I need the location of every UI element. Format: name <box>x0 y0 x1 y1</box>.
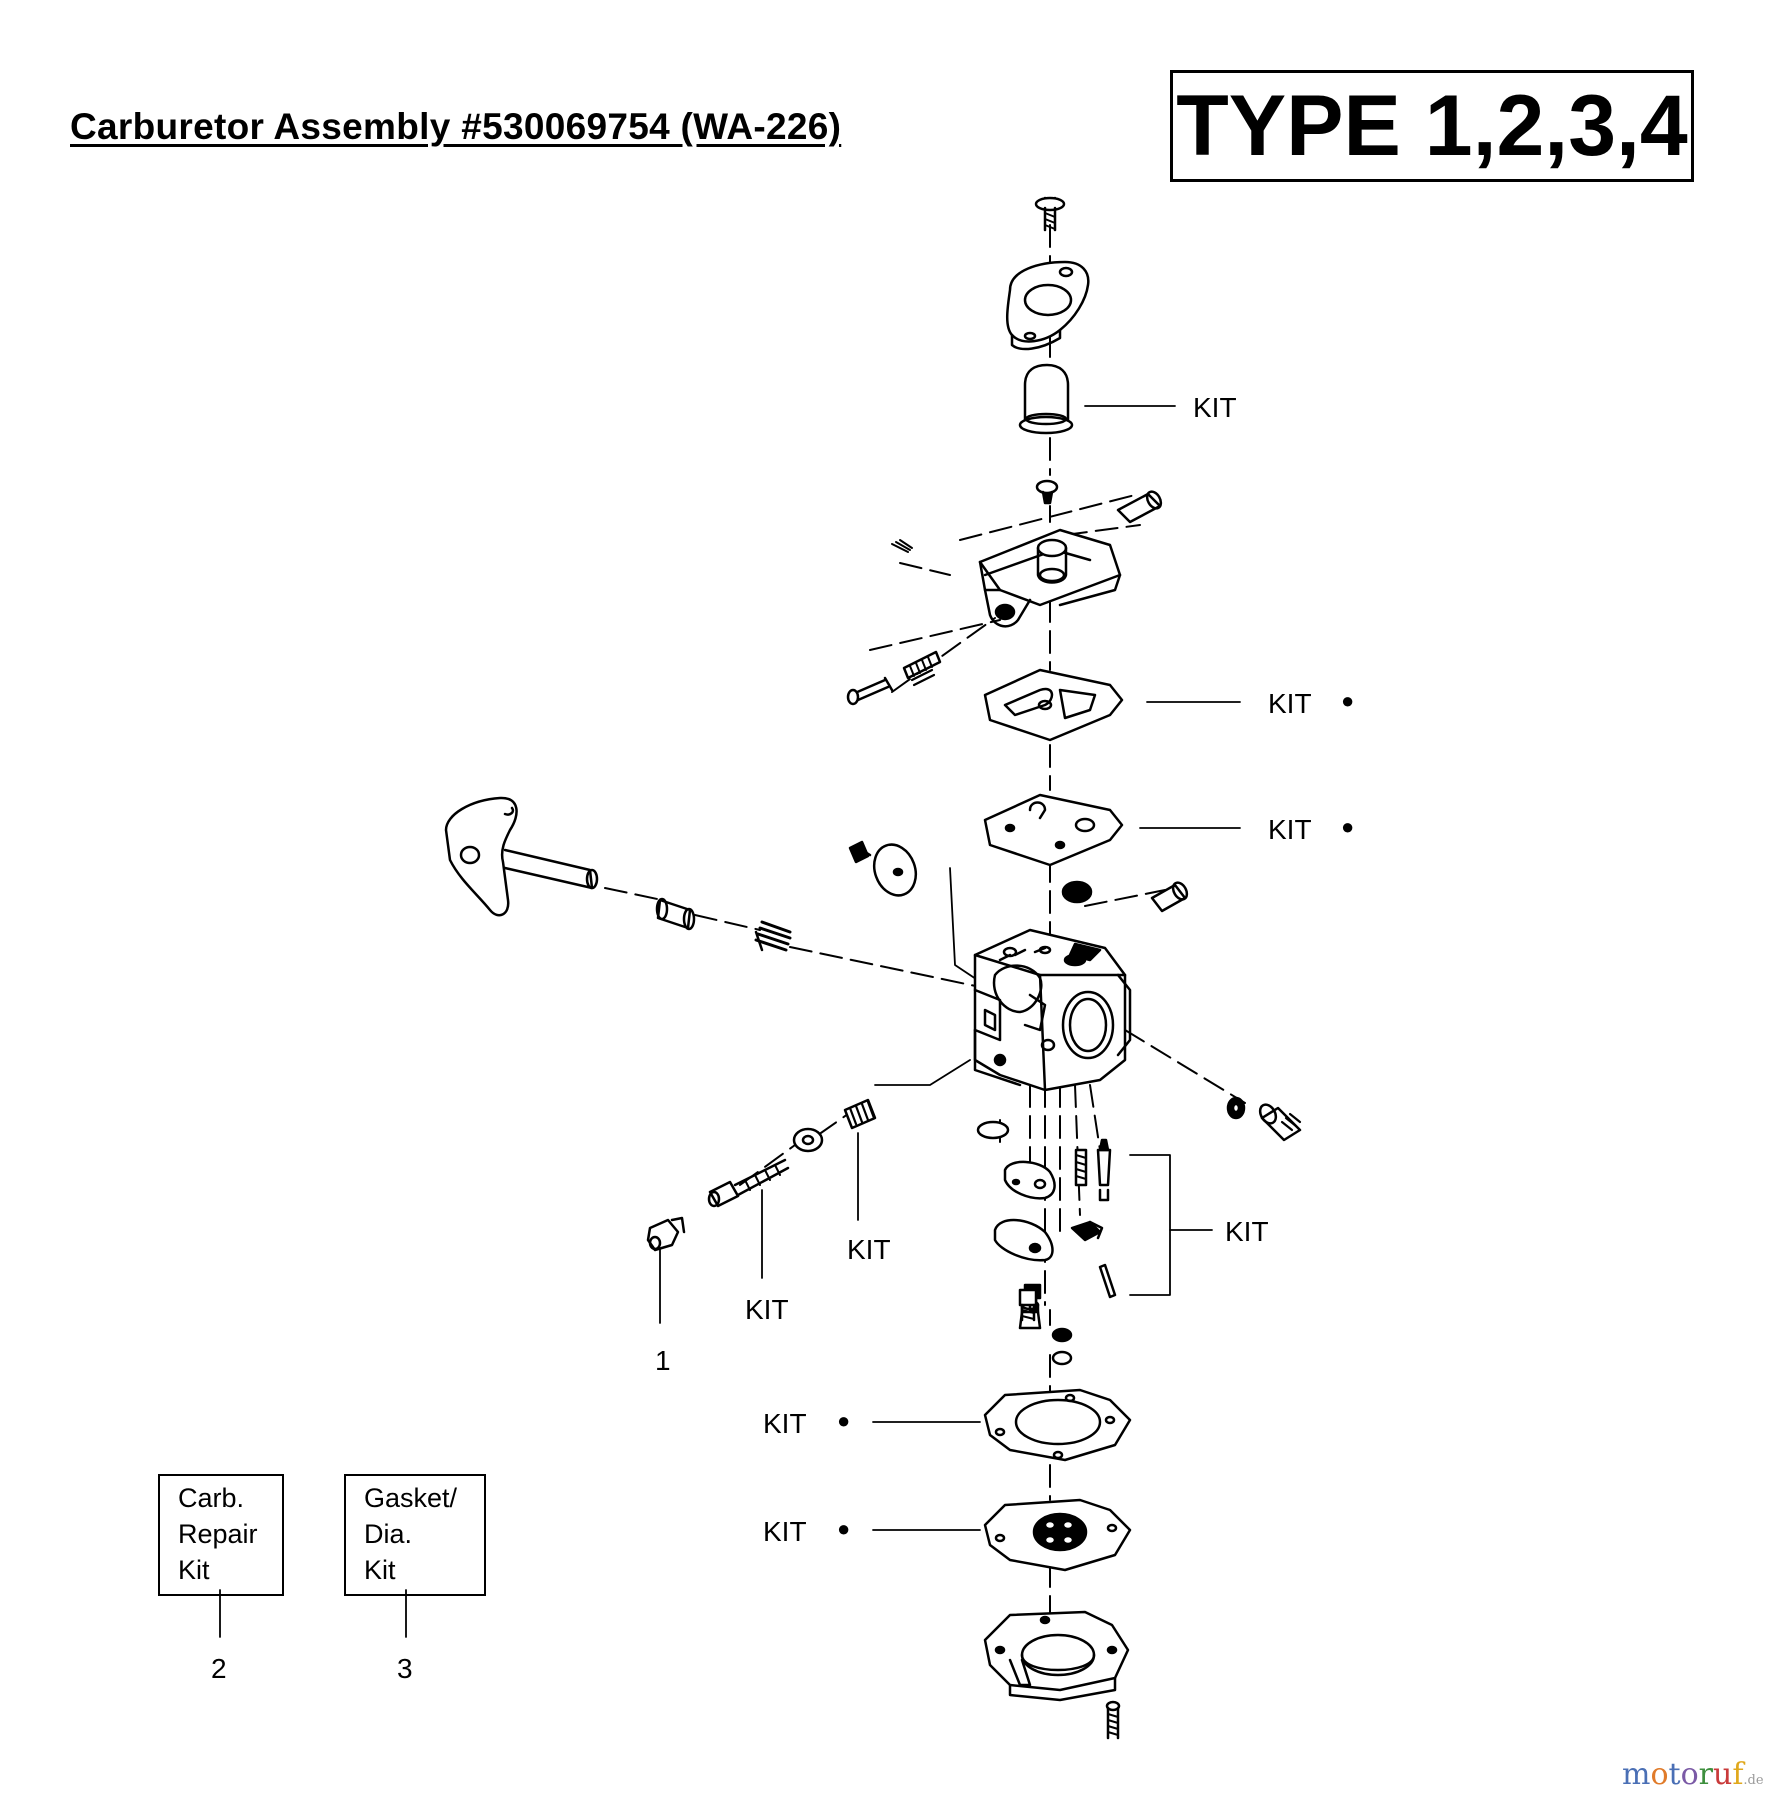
carburetor-body <box>973 928 1132 1092</box>
kit-bullet-lower-gasket: ● <box>837 1408 851 1433</box>
idle-screw-left <box>846 650 942 706</box>
kit-label-primer-bulb: KIT <box>1193 392 1237 423</box>
top-screw <box>1034 196 1066 232</box>
carb-repair-kit-line-3: Kit <box>178 1555 210 1585</box>
part-number-2: 2 <box>211 1653 227 1684</box>
kit-bullet-metering-diaphragm: ● <box>837 1516 851 1541</box>
part-number-3: 3 <box>397 1653 413 1684</box>
right-plug-screw <box>1258 1103 1302 1142</box>
kit-bullet-pump-diaphragm: ● <box>1341 814 1355 839</box>
carb-repair-kit-line-1: Carb. <box>178 1483 245 1513</box>
wm-letter-2: t <box>1668 1757 1681 1792</box>
carb-repair-kit-box <box>158 1474 284 1596</box>
kit-label-metering-parts: KIT <box>1225 1216 1269 1247</box>
gasket-dia-kit-line-3: Kit <box>364 1555 396 1585</box>
wm-suffix: .de <box>1743 1773 1764 1788</box>
kit-label-needle-spring: KIT <box>847 1234 891 1265</box>
metering-screw-left <box>1018 1288 1038 1322</box>
watermark-logo: motoruf.de <box>1622 1760 1764 1790</box>
primer-bulb <box>1018 363 1074 435</box>
type-badge: TYPE 1,2,3,4 <box>1170 70 1694 182</box>
metering-cover <box>983 1610 1130 1702</box>
top-cover-plate <box>1006 260 1090 351</box>
wm-letter-6: f <box>1732 1757 1744 1792</box>
throttle-bushing <box>655 897 696 931</box>
inlet-needle <box>1096 1138 1112 1202</box>
carb-repair-kit-line-2: Repair <box>178 1519 258 1549</box>
pump-diaphragm <box>983 793 1124 867</box>
pin-top-right <box>1116 490 1163 524</box>
throttle-plate <box>848 840 918 897</box>
pin-right-mid <box>1150 881 1189 913</box>
carb-repair-kit-text: Carb. Repair Kit <box>178 1480 258 1588</box>
pump-gasket-upper <box>983 668 1124 742</box>
screen-and-seal <box>1051 1327 1073 1366</box>
wm-letter-5: u <box>1712 1757 1733 1792</box>
assembly-axis-lines <box>604 224 1246 1636</box>
needle-washer <box>792 1127 824 1153</box>
wm-letter-1: o <box>1650 1757 1669 1792</box>
kit-label-lower-gasket: KIT <box>763 1408 807 1439</box>
gasket-dia-kit-text: Gasket/ Dia. Kit <box>364 1480 457 1588</box>
kit-label-pump-gasket: KIT <box>1268 688 1312 719</box>
inlet-plug <box>1061 880 1093 904</box>
throttle-spring <box>754 920 792 952</box>
metering-disk-lower <box>993 1218 1054 1262</box>
adjustment-needle <box>707 1158 790 1208</box>
gasket-dia-kit-line-2: Dia. <box>364 1519 413 1549</box>
cover-screw <box>1105 1700 1121 1740</box>
wm-letter-0: m <box>1622 1757 1651 1792</box>
check-valve <box>1035 479 1059 505</box>
part-number-1: 1 <box>655 1345 671 1376</box>
kit-label-pump-diaphragm: KIT <box>1268 814 1312 845</box>
metering-disk-upper <box>1003 1160 1056 1200</box>
metering-diaphragm <box>983 1498 1132 1572</box>
gasket-dia-kit-box <box>344 1474 486 1596</box>
wm-letter-3: o <box>1680 1757 1699 1792</box>
metering-lever <box>1070 1220 1117 1299</box>
metering-spring <box>1074 1148 1088 1187</box>
kit-label-adjustment-needle: KIT <box>745 1294 789 1325</box>
pump-body <box>978 528 1122 628</box>
gasket-dia-kit-line-1: Gasket/ <box>364 1483 458 1513</box>
kit-bullet-pump-gasket: ● <box>1341 688 1355 713</box>
diagram-title: Carburetor Assembly #530069754 (WA-226) <box>70 106 842 147</box>
limiter-cap <box>646 1216 686 1252</box>
welch-plug <box>976 1120 1010 1140</box>
wm-letter-4: r <box>1698 1757 1713 1792</box>
spring-small-top <box>891 539 913 553</box>
lower-gasket <box>983 1388 1132 1462</box>
right-plug-washer <box>1226 1096 1246 1120</box>
throttle-lever <box>444 796 599 917</box>
kit-label-metering-diaphragm: KIT <box>763 1516 807 1547</box>
needle-spring <box>843 1098 877 1130</box>
